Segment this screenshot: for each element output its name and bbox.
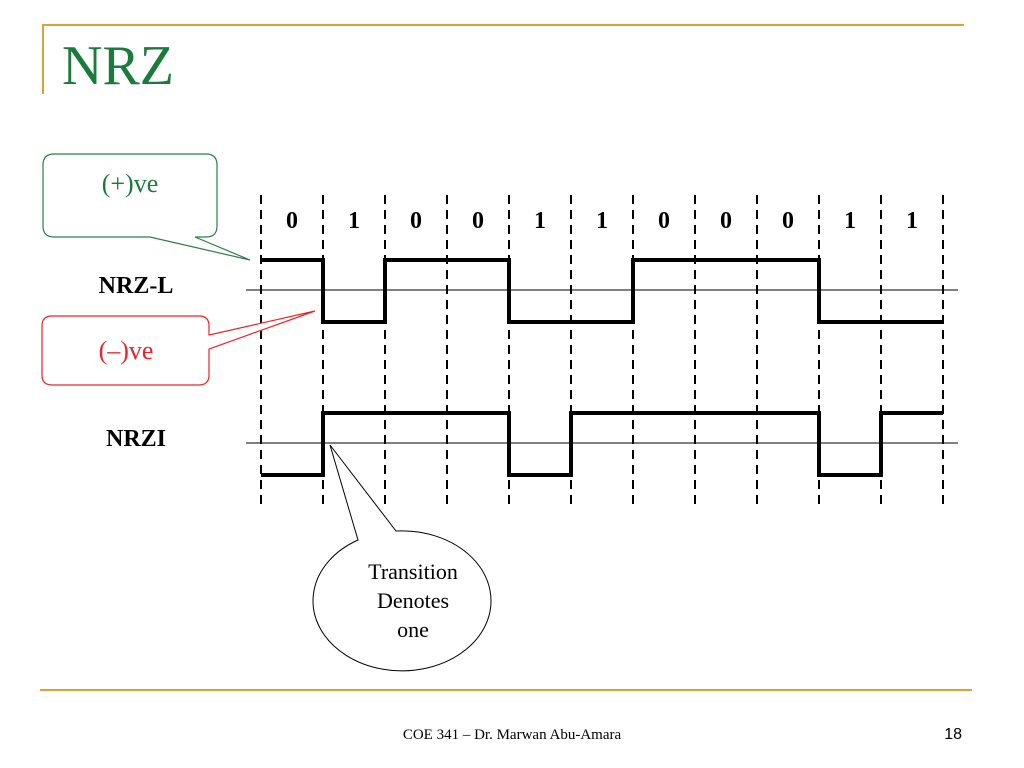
bit-label: 0 (472, 208, 484, 234)
nrzi-waveform (261, 411, 943, 477)
row-label-nrzi: NRZI (106, 426, 166, 452)
transition-callout-text: one (397, 617, 429, 642)
bit-label: 1 (534, 208, 546, 234)
row-labels: NRZ-L NRZI (99, 273, 174, 452)
positive-callout-box (42, 153, 251, 261)
negative-callout-box (41, 310, 316, 386)
bit-label: 0 (410, 208, 422, 234)
bit-label: 0 (658, 208, 670, 234)
transition-callout-text: Transition (368, 559, 458, 584)
bit-label: 0 (720, 208, 732, 234)
bit-label: 0 (782, 208, 794, 234)
transition-callout-text: Denotes (377, 588, 449, 613)
footer-text: COE 341 – Dr. Marwan Abu-Amara (402, 727, 622, 743)
waveforms (261, 258, 943, 477)
bit-label: 1 (844, 208, 856, 234)
row-label-nrzl: NRZ-L (99, 273, 174, 299)
transition-callout-bubble (312, 444, 492, 672)
bit-label: 0 (286, 208, 298, 234)
nrzl-waveform (261, 258, 943, 324)
bit-label: 1 (348, 208, 360, 234)
bit-label: 1 (906, 208, 918, 234)
left-rule (42, 24, 44, 94)
bit-label: 1 (596, 208, 608, 234)
positive-callout-text: (+)ve (102, 169, 159, 198)
baselines (246, 289, 958, 444)
slide-title: NRZ (62, 35, 174, 97)
top-rule (42, 24, 964, 26)
bit-boundaries (260, 195, 944, 505)
bit-labels: 0 1 0 0 1 1 0 0 0 1 1 (286, 208, 918, 234)
page-number: 18 (944, 726, 962, 743)
nrz-encoding-diagram: 0 1 0 0 1 1 0 0 0 1 1 NRZ-L NRZI (+)ve (–)veTransit… (41, 153, 958, 672)
negative-callout-text: (–)ve (99, 336, 154, 365)
bottom-rule (40, 689, 972, 691)
